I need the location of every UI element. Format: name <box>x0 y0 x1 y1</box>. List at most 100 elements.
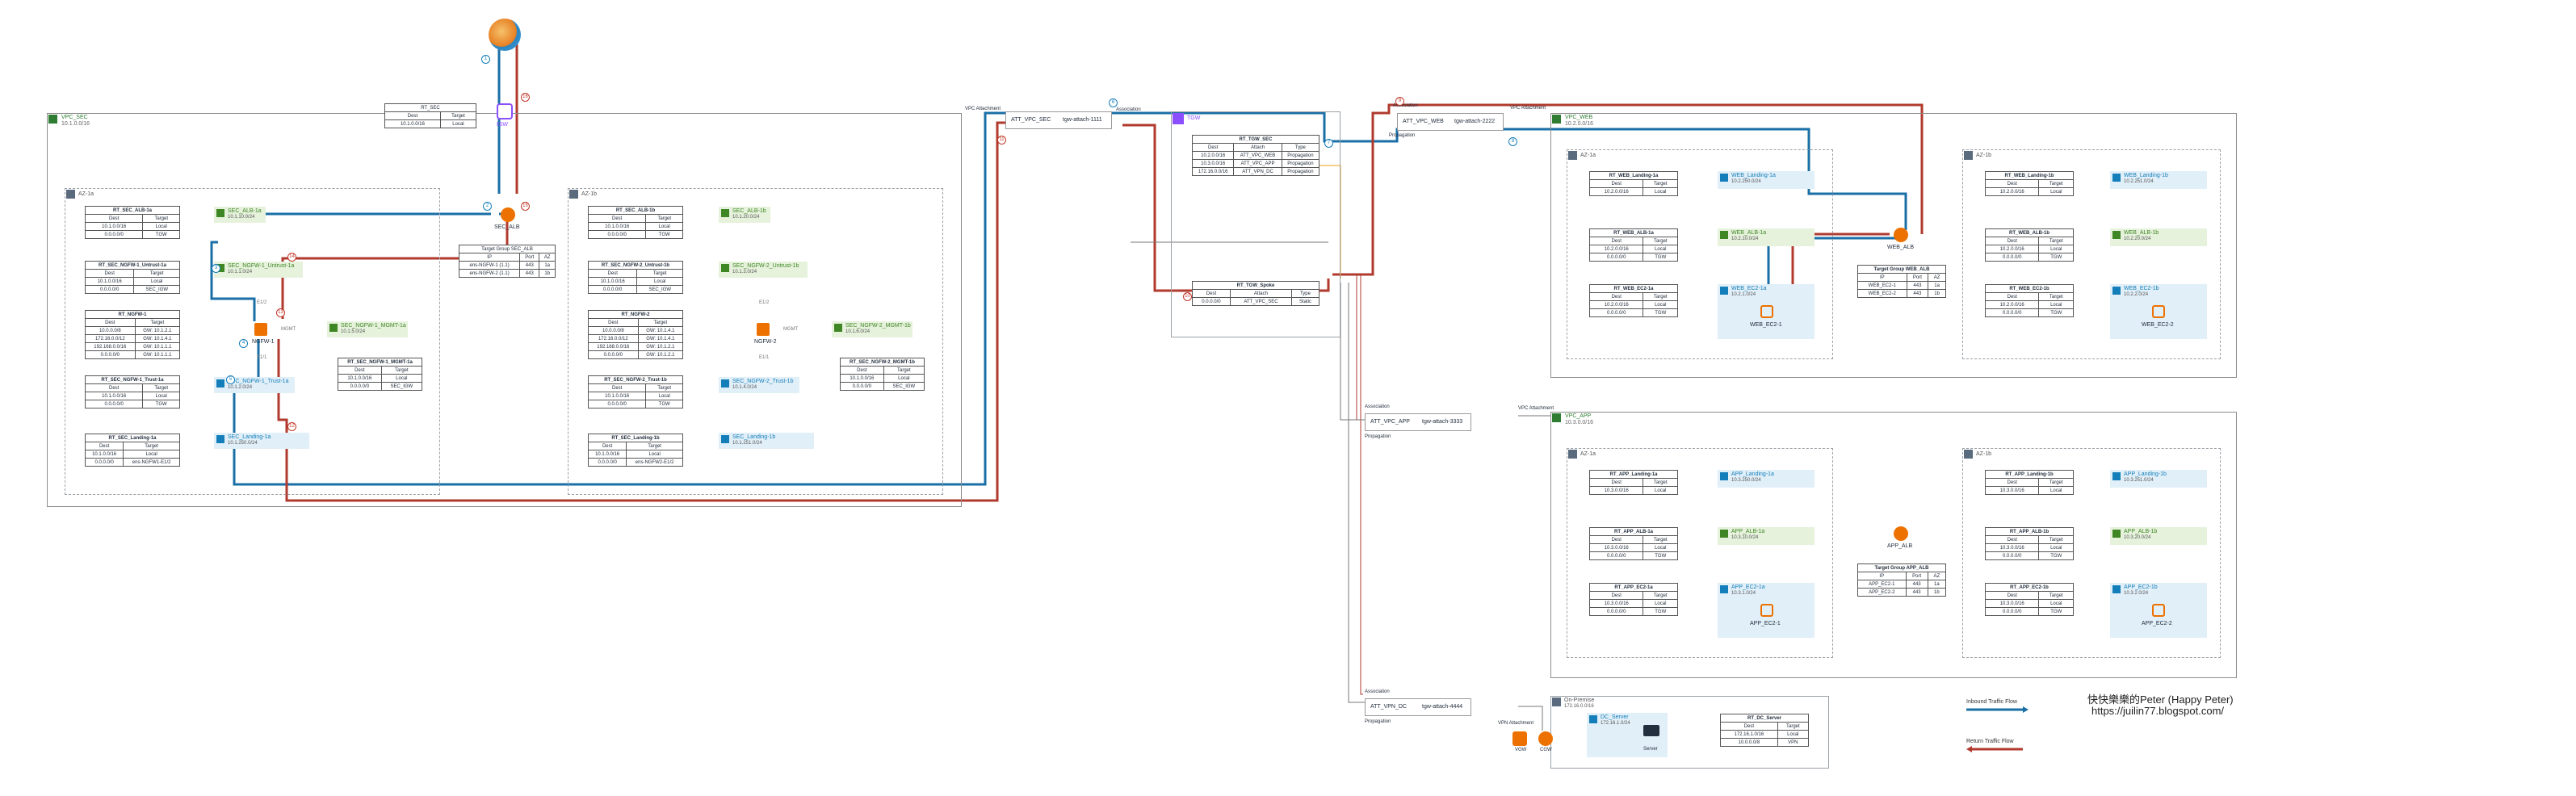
onprem-name: On-Premise <box>1564 698 1595 703</box>
vpc-sec-cidr: 10.1.0.0/16 <box>61 121 90 127</box>
subnet-icon <box>1720 472 1728 480</box>
az-sec-1a <box>65 188 440 495</box>
app-ec2-1-label: APP_EC2-1 <box>1750 621 1781 626</box>
igw-icon <box>497 103 513 119</box>
onprem-container <box>1550 696 1829 769</box>
subnet-icon <box>1720 287 1728 295</box>
subnet-icon <box>2112 530 2121 538</box>
ngfw-1-label: NGFW-1 <box>252 339 275 345</box>
vpc-app-cidr: 10.3.0.0/16 <box>1565 420 1594 425</box>
return-flow-spoke <box>1122 124 1330 292</box>
att-vpn-dc: ATT_VPN_DC tgw-attach-4444 <box>1365 698 1471 716</box>
app-alb-label: APP_ALB <box>1887 543 1913 549</box>
credit-url[interactable]: https://juilin77.blogspot.com/ <box>2091 705 2225 717</box>
association-vpn-label: Association <box>1365 689 1390 694</box>
vpc-icon <box>48 115 57 124</box>
building-icon <box>1552 698 1561 706</box>
ngfw-2-label: NGFW-2 <box>754 339 777 345</box>
web-ec2-2-icon <box>2152 305 2165 318</box>
vpc-web <box>1550 113 2237 378</box>
az-icon <box>1568 151 1577 160</box>
subnet-icon <box>721 264 729 272</box>
vpc-web-cidr: 10.2.0.0/16 <box>1565 121 1594 127</box>
web-alb-icon <box>1894 228 1908 242</box>
subnet-icon <box>834 324 842 332</box>
step-badge-9: 9 <box>1395 97 1404 106</box>
az-app-1a-label: AZ-1a <box>1580 451 1596 457</box>
az-icon <box>569 190 578 199</box>
step-badge-10: 10 <box>1183 292 1192 301</box>
web-ec2-1-label: WEB_EC2-1 <box>1750 322 1782 328</box>
step-badge-16: 16 <box>521 93 530 102</box>
az-app-1b-label: AZ-1b <box>1976 451 1992 457</box>
subnet-icon <box>721 209 729 217</box>
sec-alb-label: SEC_ALB <box>494 224 520 230</box>
vpc-app-name: VPC_APP <box>1565 413 1592 419</box>
app-ec2-2-label: APP_EC2-2 <box>2142 621 2172 626</box>
association-web-label: Association <box>1393 103 1418 108</box>
az-app-1a <box>1567 448 1833 658</box>
subnet-icon <box>2112 472 2121 480</box>
az-icon <box>1964 450 1973 459</box>
subnet-icon <box>721 379 729 388</box>
propagation-web-label: Propagation <box>1389 133 1416 138</box>
az-icon <box>66 190 75 199</box>
ngfw-2-e11: E1/1 <box>759 355 770 360</box>
tgw-icon <box>1173 113 1184 124</box>
web-ec2-2-label: WEB_EC2-2 <box>2142 322 2174 328</box>
step-badge-3: 3 <box>212 264 220 273</box>
igw-label: IGW <box>497 122 508 128</box>
vpc-icon <box>1552 115 1561 124</box>
step-badge-5: 5 <box>226 375 235 384</box>
ngfw-1-e11: E1/1 <box>257 355 267 360</box>
subnet-icon <box>2112 174 2121 182</box>
internet-globe-icon <box>489 19 521 51</box>
web-ec2-1-icon <box>1760 305 1773 318</box>
att-vpc-web: ATT_VPC_WEB tgw-attach-2222 <box>1397 113 1504 131</box>
step-badge-6: 6 <box>1109 98 1118 107</box>
subnet-icon <box>329 324 338 332</box>
az-sec-1a-label: AZ-1a <box>78 191 94 197</box>
vpc-attachment-app-label: VPC Attachment <box>1518 406 1554 411</box>
app-ec2-2-icon <box>2152 604 2165 617</box>
subnet-icon <box>1720 530 1728 538</box>
sec-alb-icon <box>501 207 515 222</box>
vpc-app <box>1550 412 2237 678</box>
inbound-flow-to-ngfw1 <box>210 241 256 321</box>
step-badge-11: 11 <box>997 136 1006 145</box>
step-badge-1: 1 <box>481 55 490 64</box>
legend-return-label: Return Traffic Flow <box>1966 739 2014 744</box>
subnet-icon <box>216 264 224 272</box>
subnet-icon <box>2112 287 2121 295</box>
subnet-icon <box>216 209 224 217</box>
att-vpc-app: ATT_VPC_APP tgw-attach-3333 <box>1365 413 1471 431</box>
subnet-icon <box>2112 585 2121 593</box>
step-badge-4: 4 <box>239 339 248 348</box>
az-icon <box>1568 450 1577 459</box>
return-flow-web-alb <box>1332 103 1924 276</box>
